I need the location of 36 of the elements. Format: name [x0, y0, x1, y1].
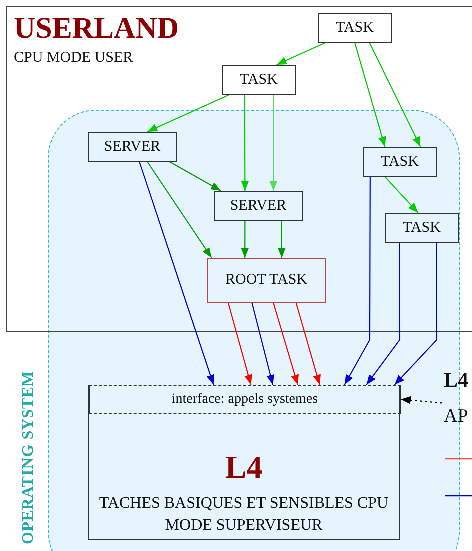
process-box: SERVER [214, 191, 303, 221]
note-text: AP [444, 406, 468, 428]
kernel-description: TACHES BASIQUES ET SENSIBLES CPU MODE SUPERVISEUR [98, 494, 390, 536]
region-subtitle: CPU MODE USER [14, 50, 134, 67]
kernel-box [88, 385, 400, 540]
arrow [270, 95, 278, 191]
arrow [273, 302, 299, 386]
arrow [147, 94, 230, 132]
arrow [241, 221, 250, 258]
arrow [139, 162, 214, 386]
process-box: TASK [318, 13, 392, 43]
arrow [252, 302, 274, 386]
process-box: TASK [363, 147, 437, 177]
process-box: TASK [222, 65, 296, 95]
arrow [170, 162, 222, 192]
arrow [394, 243, 438, 386]
arrow [344, 177, 371, 386]
arrow [278, 221, 286, 258]
arrow [296, 302, 321, 386]
process-box: SERVER [88, 132, 177, 162]
kernel-title: L4 [224, 449, 264, 486]
interface-band: interface: appels systemes [89, 385, 401, 414]
region-title: OPERATING SYSTEM [20, 371, 38, 545]
arrow [228, 302, 252, 386]
arrow [147, 162, 212, 258]
region-title: USERLAND [14, 12, 180, 46]
note-title: L4 [444, 368, 469, 393]
arrow [384, 176, 419, 214]
arrow [276, 42, 326, 66]
arrow [241, 95, 250, 191]
arrow [366, 243, 401, 386]
process-box: TASK [385, 213, 459, 243]
arrow [369, 42, 422, 148]
arrow [400, 396, 442, 404]
arrow [354, 42, 386, 148]
process-box: ROOT TASK [207, 258, 326, 303]
